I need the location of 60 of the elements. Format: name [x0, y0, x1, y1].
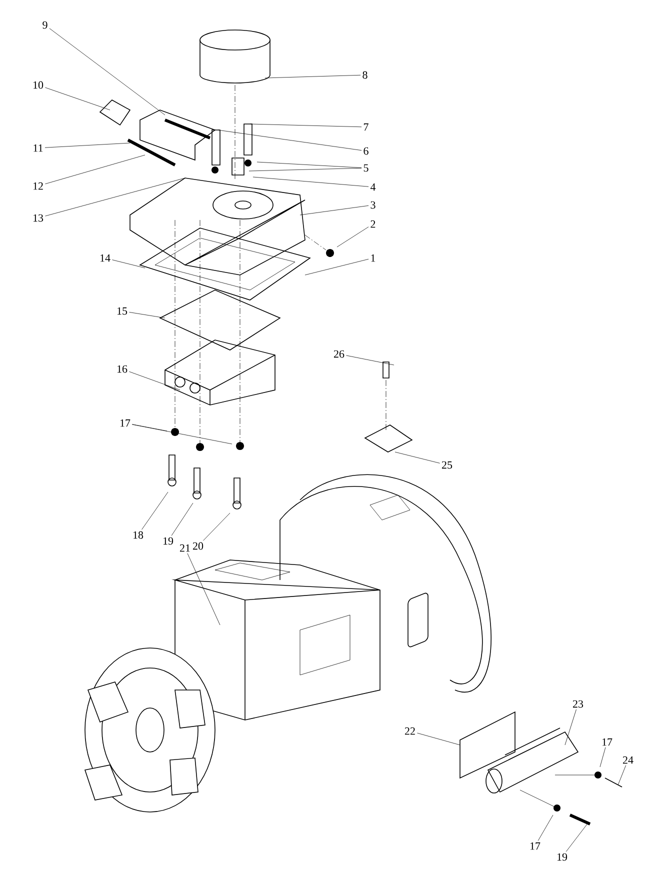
leader-line: [618, 765, 626, 786]
callout-number: 10: [33, 81, 44, 89]
callout-number: 20: [192, 542, 204, 550]
leader-line: [132, 424, 168, 432]
leader-line: [218, 130, 362, 151]
leader-line: [45, 178, 186, 216]
callout-number: 19: [557, 853, 568, 861]
callout-number: 22: [404, 727, 415, 735]
callout-number: 21: [180, 544, 190, 552]
callout-number: 5: [364, 164, 368, 172]
leader-line: [45, 154, 146, 184]
leader-line: [112, 260, 146, 268]
callout-number: 2: [370, 220, 376, 228]
leader-line: [250, 124, 362, 128]
callout-number: 14: [100, 254, 110, 262]
leader-line: [300, 205, 369, 216]
callout-number: 18: [133, 531, 144, 539]
leader-line: [564, 709, 576, 746]
callout-number: 24: [622, 756, 634, 764]
leader-line: [538, 814, 554, 841]
leader-line: [44, 142, 130, 148]
leader-line: [304, 258, 369, 276]
callout-number: 19: [163, 537, 174, 545]
leader-line: [45, 87, 110, 110]
leader-line: [252, 176, 369, 187]
callout-number: 3: [370, 201, 376, 209]
leader-line: [129, 371, 180, 390]
leader-line: [566, 822, 588, 852]
leader-line: [132, 424, 232, 444]
leader-line: [264, 74, 361, 78]
leader-line: [346, 355, 394, 366]
callout-number: 7: [364, 123, 368, 131]
leader-line: [336, 226, 369, 248]
callout-number: 1: [371, 254, 376, 262]
callout-number: 17: [602, 738, 612, 746]
callout-number: 11: [34, 144, 43, 152]
leader-line: [129, 312, 166, 318]
leader-line: [248, 168, 362, 172]
leader-line: [187, 553, 220, 626]
leader-line: [256, 162, 362, 168]
leader-line: [49, 28, 166, 116]
leader-line: [142, 492, 168, 530]
callout-number: 15: [117, 307, 128, 315]
callout-number: 23: [572, 700, 584, 708]
callout-number: 6: [364, 147, 368, 155]
leader-line: [203, 512, 230, 541]
leader-line: [417, 732, 460, 746]
callout-number: 17: [120, 419, 130, 427]
leader-line: [394, 452, 440, 464]
callout-number: 25: [442, 461, 452, 469]
leader-line: [600, 747, 606, 768]
callout-number: 17: [530, 842, 540, 850]
callout-number: 4: [370, 183, 376, 191]
callout-number: 13: [33, 214, 44, 222]
callout-number: 9: [42, 21, 48, 29]
callout-number: 16: [117, 365, 128, 373]
leader-line: [171, 502, 194, 536]
callout-number: 8: [362, 71, 368, 79]
callout-number: 12: [33, 182, 43, 190]
callout-number: 26: [334, 350, 344, 358]
